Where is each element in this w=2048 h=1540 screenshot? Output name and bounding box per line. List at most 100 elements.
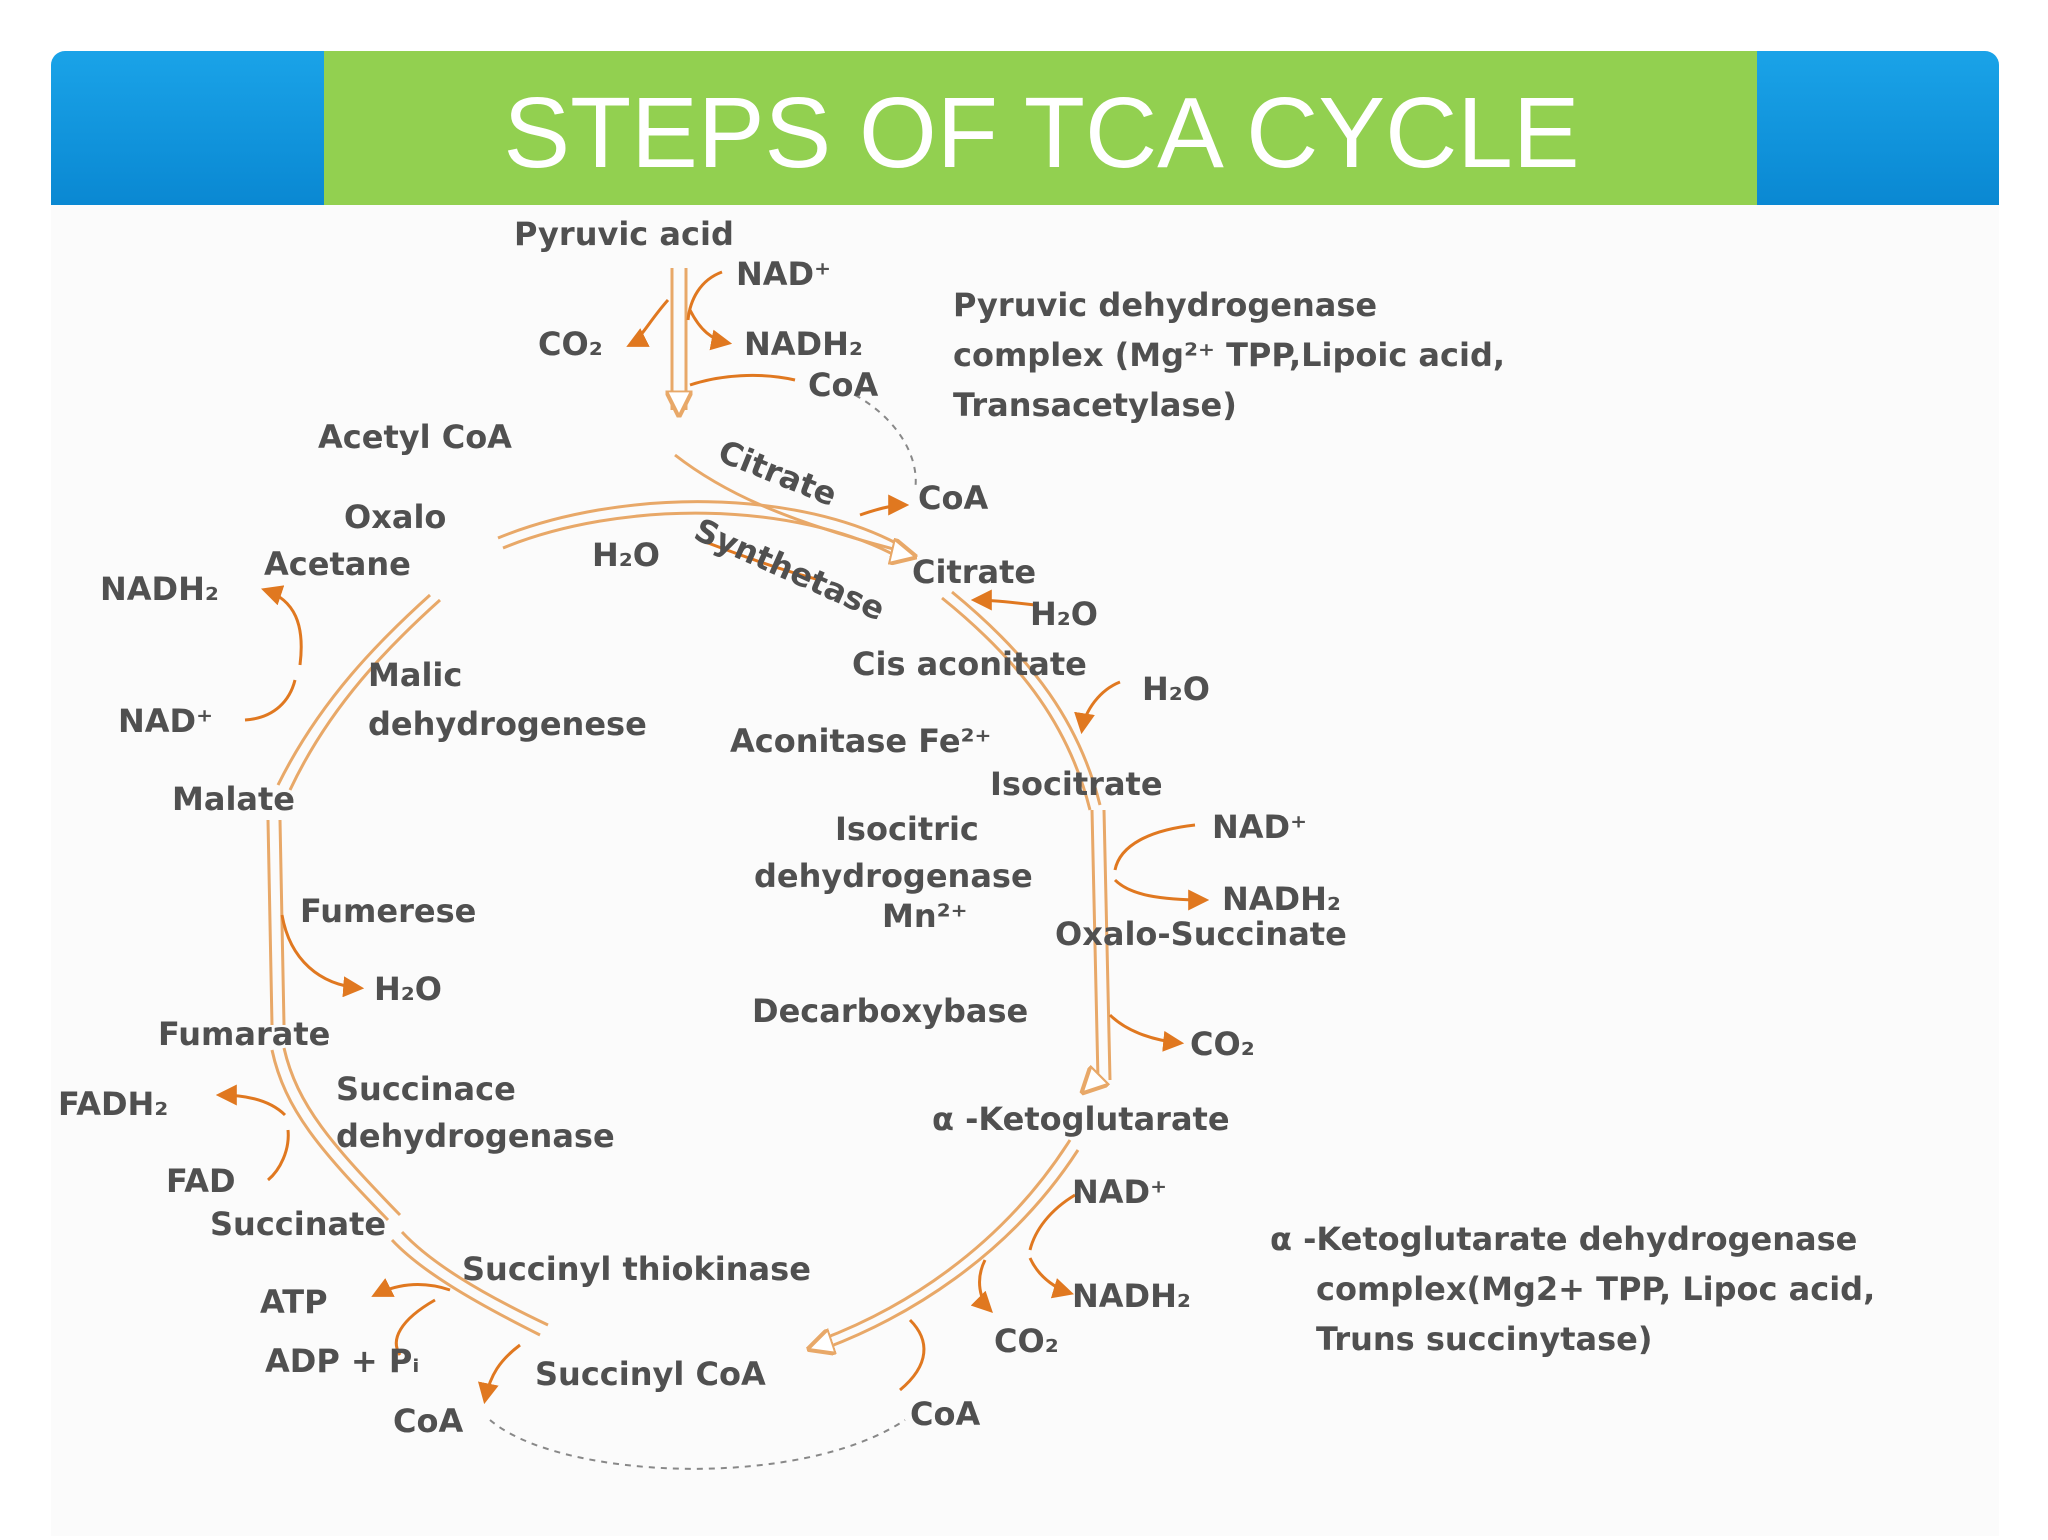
h2o-out-citrate-arrow <box>970 589 1036 611</box>
h2o-in-cis-arrow <box>1074 680 1121 735</box>
h2o-in-citrate-arrow <box>699 538 821 582</box>
label-h2o-citrate: H₂O <box>1030 595 1098 633</box>
label-nadh2-kg: NADH₂ <box>1072 1277 1191 1315</box>
nad-in-pdh-arrow <box>686 270 723 321</box>
slide-title: STEPS OF TCA CYCLE <box>503 77 1580 189</box>
label-coa-top: CoA <box>808 366 878 404</box>
label-co2-top: CO₂ <box>538 325 603 363</box>
label-mdh-line1: Malic <box>368 656 462 694</box>
label-nad-plus-icdh: NAD⁺ <box>1212 808 1307 846</box>
label-nad-plus-kg: NAD⁺ <box>1072 1173 1167 1211</box>
label-akgdh-line2: complex(Mg2+ TPP, Lipoc acid, <box>1316 1270 1875 1308</box>
label-adp-pi: ADP + Pᵢ <box>265 1342 419 1380</box>
label-alpha-kg: α -Ketoglutarate <box>932 1100 1230 1138</box>
label-acetane: Acetane <box>264 545 411 583</box>
banner-left-accent <box>51 51 326 205</box>
fad-in-arrow <box>266 1129 290 1182</box>
acetylcoa-into-citrate-path <box>674 453 906 554</box>
label-h2o-cis: H₂O <box>1142 670 1210 708</box>
label-oxalo: Oxalo <box>344 498 446 536</box>
akg-to-succinylcoa-path <box>819 1139 1080 1350</box>
banner-right-accent <box>1757 51 1999 205</box>
label-icdh-line2: dehydrogenase <box>754 857 1033 895</box>
label-nad-plus-mal: NAD⁺ <box>118 702 213 740</box>
label-pdh-line2: complex (Mg²⁺ TPP,Lipoic acid, <box>953 336 1505 374</box>
label-succinyl-coa: Succinyl CoA <box>535 1355 766 1393</box>
citrate-arrow-path <box>895 552 912 556</box>
fadh2-out-arrow <box>215 1084 287 1117</box>
label-fadh2: FADH₂ <box>58 1085 168 1123</box>
malate-to-oaa-path <box>276 593 442 791</box>
cycle-main-paths <box>266 268 1112 1350</box>
label-coa-right: CoA <box>910 1395 980 1433</box>
tca-cycle-diagram: Pyruvic acid NAD⁺ CO₂ NADH₂ CoA Pyruvic … <box>51 205 1999 1536</box>
label-fumarate: Fumarate <box>158 1015 330 1053</box>
label-sdh-line2: dehydrogenase <box>336 1117 615 1155</box>
atp-out-arrow <box>371 1278 451 1297</box>
nadh2-out-pdh-arrow <box>688 309 733 351</box>
label-mdh-line2: dehydrogenese <box>368 705 647 743</box>
label-succinate: Succinate <box>210 1205 386 1243</box>
label-co2-kg: CO₂ <box>994 1322 1059 1360</box>
label-sdh-line1: Succinace <box>336 1070 516 1108</box>
label-coa-bottom: CoA <box>393 1402 463 1440</box>
succinylcoa-to-succinate-path <box>390 1230 549 1337</box>
label-h2o-oaa: H₂O <box>592 536 660 574</box>
label-oxalo-succinate: Oxalo-Succinate <box>1055 915 1347 953</box>
label-nadh2-mal: NADH₂ <box>100 570 219 608</box>
label-nadh2-icdh: NADH₂ <box>1222 880 1341 918</box>
label-nadh2-top: NADH₂ <box>744 325 863 363</box>
label-pdh-line3: Transacetylase) <box>953 386 1237 424</box>
label-akgdh-line3: Truns succinytase) <box>1316 1320 1652 1358</box>
label-citrate: Citrate <box>912 553 1036 591</box>
co2-out-kg-arrow <box>970 1259 993 1313</box>
title-bar <box>324 51 1759 205</box>
right-arc-upper-path <box>941 590 1102 811</box>
label-pyruvic-acid: Pyruvic acid <box>514 215 734 253</box>
side-reaction-arrows <box>215 270 1210 1470</box>
pyruvate-to-acetylcoa-path <box>670 268 688 410</box>
co2-out-oxalo-arrow <box>1108 1013 1185 1052</box>
coa-out-succinyl-arrow <box>478 1343 521 1405</box>
diagram-labels: Pyruvic acid NAD⁺ CO₂ NADH₂ CoA Pyruvic … <box>58 215 1875 1440</box>
adp-in-arrow <box>394 1298 436 1356</box>
label-fumerese: Fumerese <box>300 892 476 930</box>
label-succinyl-thiokinase: Succinyl thiokinase <box>462 1250 811 1288</box>
nadh2-out-icdh-arrow <box>1113 878 1210 911</box>
label-pdh-line1: Pyruvic dehydrogenase <box>953 286 1377 324</box>
right-arc-middle-path <box>1090 809 1112 1081</box>
succinate-to-fumarate-path <box>270 1047 402 1222</box>
label-decarboxybase: Decarboxybase <box>752 992 1028 1030</box>
label-cis-aconitate: Cis aconitate <box>852 645 1087 683</box>
label-icdh-line3: Mn²⁺ <box>882 897 968 935</box>
label-aconitase: Aconitase Fe²⁺ <box>730 722 991 760</box>
coa-in-pdh-arrow <box>689 373 796 387</box>
h2o-out-fum-arrow <box>280 914 365 998</box>
succinylcoa-arrow-path <box>812 1342 830 1348</box>
label-icdh-line1: Isocitric <box>835 810 979 848</box>
label-akgdh-line1: α -Ketoglutarate dehydrogenase <box>1270 1220 1857 1258</box>
label-co2-oxalo: CO₂ <box>1190 1025 1255 1063</box>
label-atp: ATP <box>260 1283 328 1321</box>
nad-in-mal-arrow <box>244 679 297 722</box>
coa-recycle-dashed <box>854 394 917 491</box>
label-fad: FAD <box>166 1162 236 1200</box>
label-coa-citrate: CoA <box>918 479 988 517</box>
coa-out-citrate-arrow <box>859 494 910 517</box>
label-nad-plus-top: NAD⁺ <box>736 255 831 293</box>
label-isocitrate: Isocitrate <box>990 765 1163 803</box>
label-acetyl-coa: Acetyl CoA <box>318 418 512 456</box>
co2-out-pdh-arrow <box>626 298 670 347</box>
fumarate-to-malate-path <box>266 819 286 1026</box>
coa-recycle-bottom-dashed <box>489 1419 906 1470</box>
label-h2o-fum: H₂O <box>374 970 442 1008</box>
nadh2-out-mal-arrow <box>261 585 303 666</box>
tca-cycle-svg: Pyruvic acid NAD⁺ CO₂ NADH₂ CoA Pyruvic … <box>58 215 1875 1470</box>
nad-in-kg-arrow <box>1028 1193 1076 1251</box>
right-arc-lower-path <box>1085 1080 1095 1090</box>
label-malate: Malate <box>172 780 295 818</box>
nad-in-icdh-arrow <box>1113 823 1196 871</box>
nadh2-out-kg-arrow <box>1028 1257 1075 1299</box>
coa-in-kg-arrow <box>899 1318 926 1392</box>
